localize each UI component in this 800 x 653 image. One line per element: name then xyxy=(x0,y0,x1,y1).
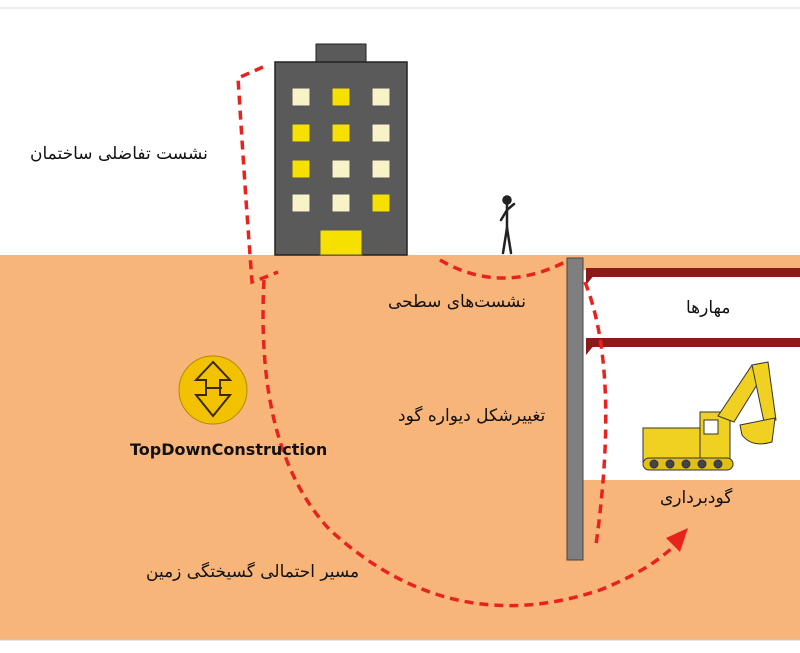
label-excavation: گودبرداری xyxy=(660,488,733,508)
retaining-wall xyxy=(566,257,584,561)
wall-deformation-line xyxy=(583,281,608,546)
surface-settlement-line xyxy=(439,258,566,280)
label-building-settlement: نشست تفاضلی ساختمان xyxy=(30,144,208,164)
failure-lines xyxy=(236,65,677,608)
excavation-floor xyxy=(580,480,800,640)
anchors xyxy=(586,268,800,355)
label-wall-deformation: تغییرشکل دیواره گود xyxy=(398,406,546,426)
label-surface-settlement: نشست‌های سطحی xyxy=(388,292,526,312)
building-icon xyxy=(274,43,408,256)
logo-icon xyxy=(178,355,248,425)
excavator-icon xyxy=(642,361,777,471)
logo-brand-name: TopDownConstruction xyxy=(130,440,328,459)
label-failure-path: مسیر احتمالی گسیختگی زمین xyxy=(146,562,360,582)
building-settlement-line xyxy=(236,65,279,285)
arrow-icon xyxy=(666,528,688,552)
person-icon xyxy=(499,195,516,255)
label-anchors: مهارها xyxy=(686,298,731,318)
